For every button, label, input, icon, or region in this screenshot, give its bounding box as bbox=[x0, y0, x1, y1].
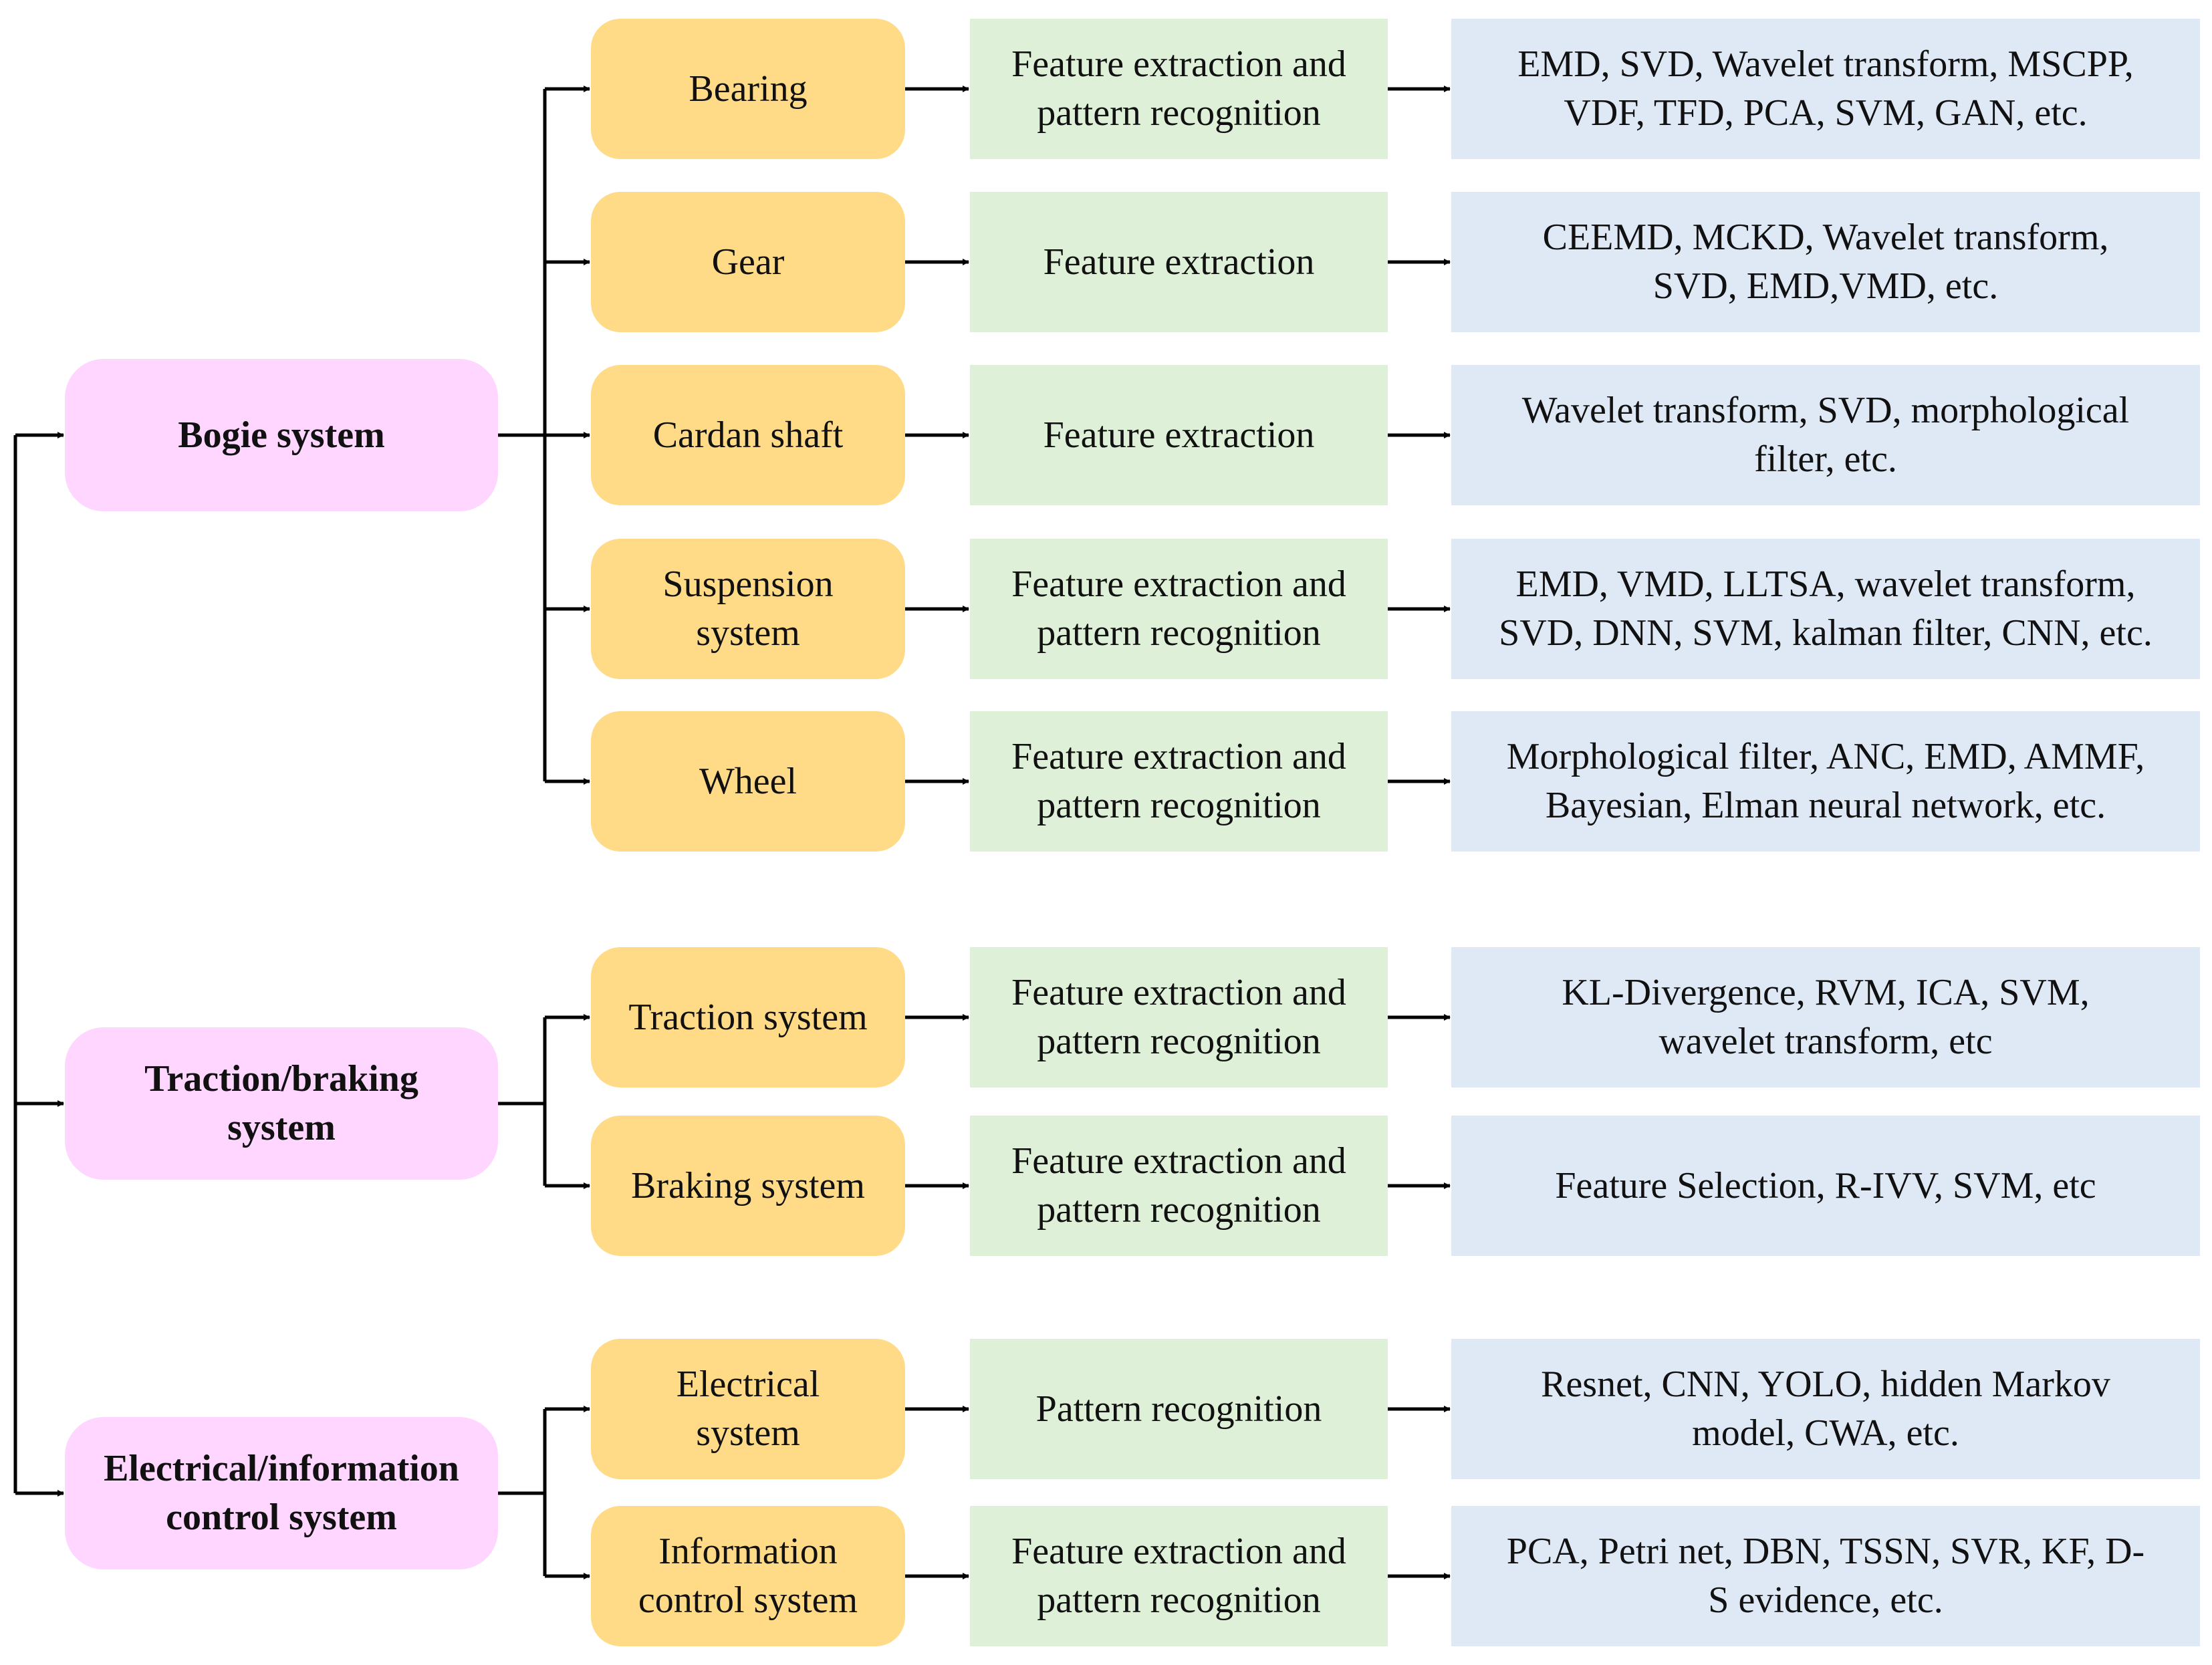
method-gear: Feature extraction bbox=[970, 192, 1388, 332]
component-cardan-shaft: Cardan shaft bbox=[591, 365, 905, 505]
component-bearing-label: Bearing bbox=[689, 68, 808, 110]
techniques-suspension-system: EMD, VMD, LLTSA, wavelet transform,SVD, … bbox=[1451, 539, 2200, 679]
techniques-traction-system-label: KL-Divergence, RVM, ICA, SVM,wavelet tra… bbox=[1562, 972, 2090, 1062]
system-bogie-system-label: Bogie system bbox=[178, 414, 385, 456]
techniques-suspension-system-label: EMD, VMD, LLTSA, wavelet transform,SVD, … bbox=[1499, 563, 2153, 654]
techniques-braking-system: Feature Selection, R-IVV, SVM, etc bbox=[1451, 1116, 2200, 1256]
component-wheel: Wheel bbox=[591, 711, 905, 852]
techniques-gear-label: CEEMD, MCKD, Wavelet transform,SVD, EMD,… bbox=[1542, 217, 2109, 307]
method-cardan-shaft-label: Feature extraction bbox=[1043, 414, 1315, 456]
component-bearing: Bearing bbox=[591, 19, 905, 159]
method-cardan-shaft: Feature extraction bbox=[970, 365, 1388, 505]
techniques-information-control-system: PCA, Petri net, DBN, TSSN, SVR, KF, D-S … bbox=[1451, 1506, 2200, 1646]
connector-lines bbox=[13, 86, 1451, 1579]
techniques-information-control-system-label: PCA, Petri net, DBN, TSSN, SVR, KF, D-S … bbox=[1506, 1531, 2145, 1621]
component-traction-system: Traction system bbox=[591, 947, 905, 1087]
techniques-wheel: Morphological filter, ANC, EMD, AMMF,Bay… bbox=[1451, 711, 2200, 852]
component-cardan-shaft-label: Cardan shaft bbox=[652, 414, 844, 456]
techniques-gear: CEEMD, MCKD, Wavelet transform,SVD, EMD,… bbox=[1451, 192, 2200, 332]
component-traction-system-label: Traction system bbox=[628, 996, 868, 1038]
techniques-traction-system: KL-Divergence, RVM, ICA, SVM,wavelet tra… bbox=[1451, 947, 2200, 1087]
techniques-bearing: EMD, SVD, Wavelet transform, MSCPP,VDF, … bbox=[1451, 19, 2200, 159]
techniques-wheel-label: Morphological filter, ANC, EMD, AMMF,Bay… bbox=[1506, 736, 2145, 826]
techniques-braking-system-label: Feature Selection, R-IVV, SVM, etc bbox=[1555, 1164, 2096, 1206]
component-braking-system-label: Braking system bbox=[631, 1164, 865, 1206]
method-gear-label: Feature extraction bbox=[1043, 241, 1315, 283]
component-gear-label: Gear bbox=[711, 241, 785, 283]
method-electrical-system: Pattern recognition bbox=[970, 1339, 1388, 1479]
method-electrical-system-label: Pattern recognition bbox=[1035, 1388, 1322, 1430]
component-gear: Gear bbox=[591, 192, 905, 332]
system-bogie-system: Bogie system bbox=[65, 359, 498, 511]
component-wheel-label: Wheel bbox=[699, 760, 797, 802]
techniques-bearing-label: EMD, SVD, Wavelet transform, MSCPP,VDF, … bbox=[1517, 43, 2134, 134]
component-braking-system: Braking system bbox=[591, 1116, 905, 1256]
